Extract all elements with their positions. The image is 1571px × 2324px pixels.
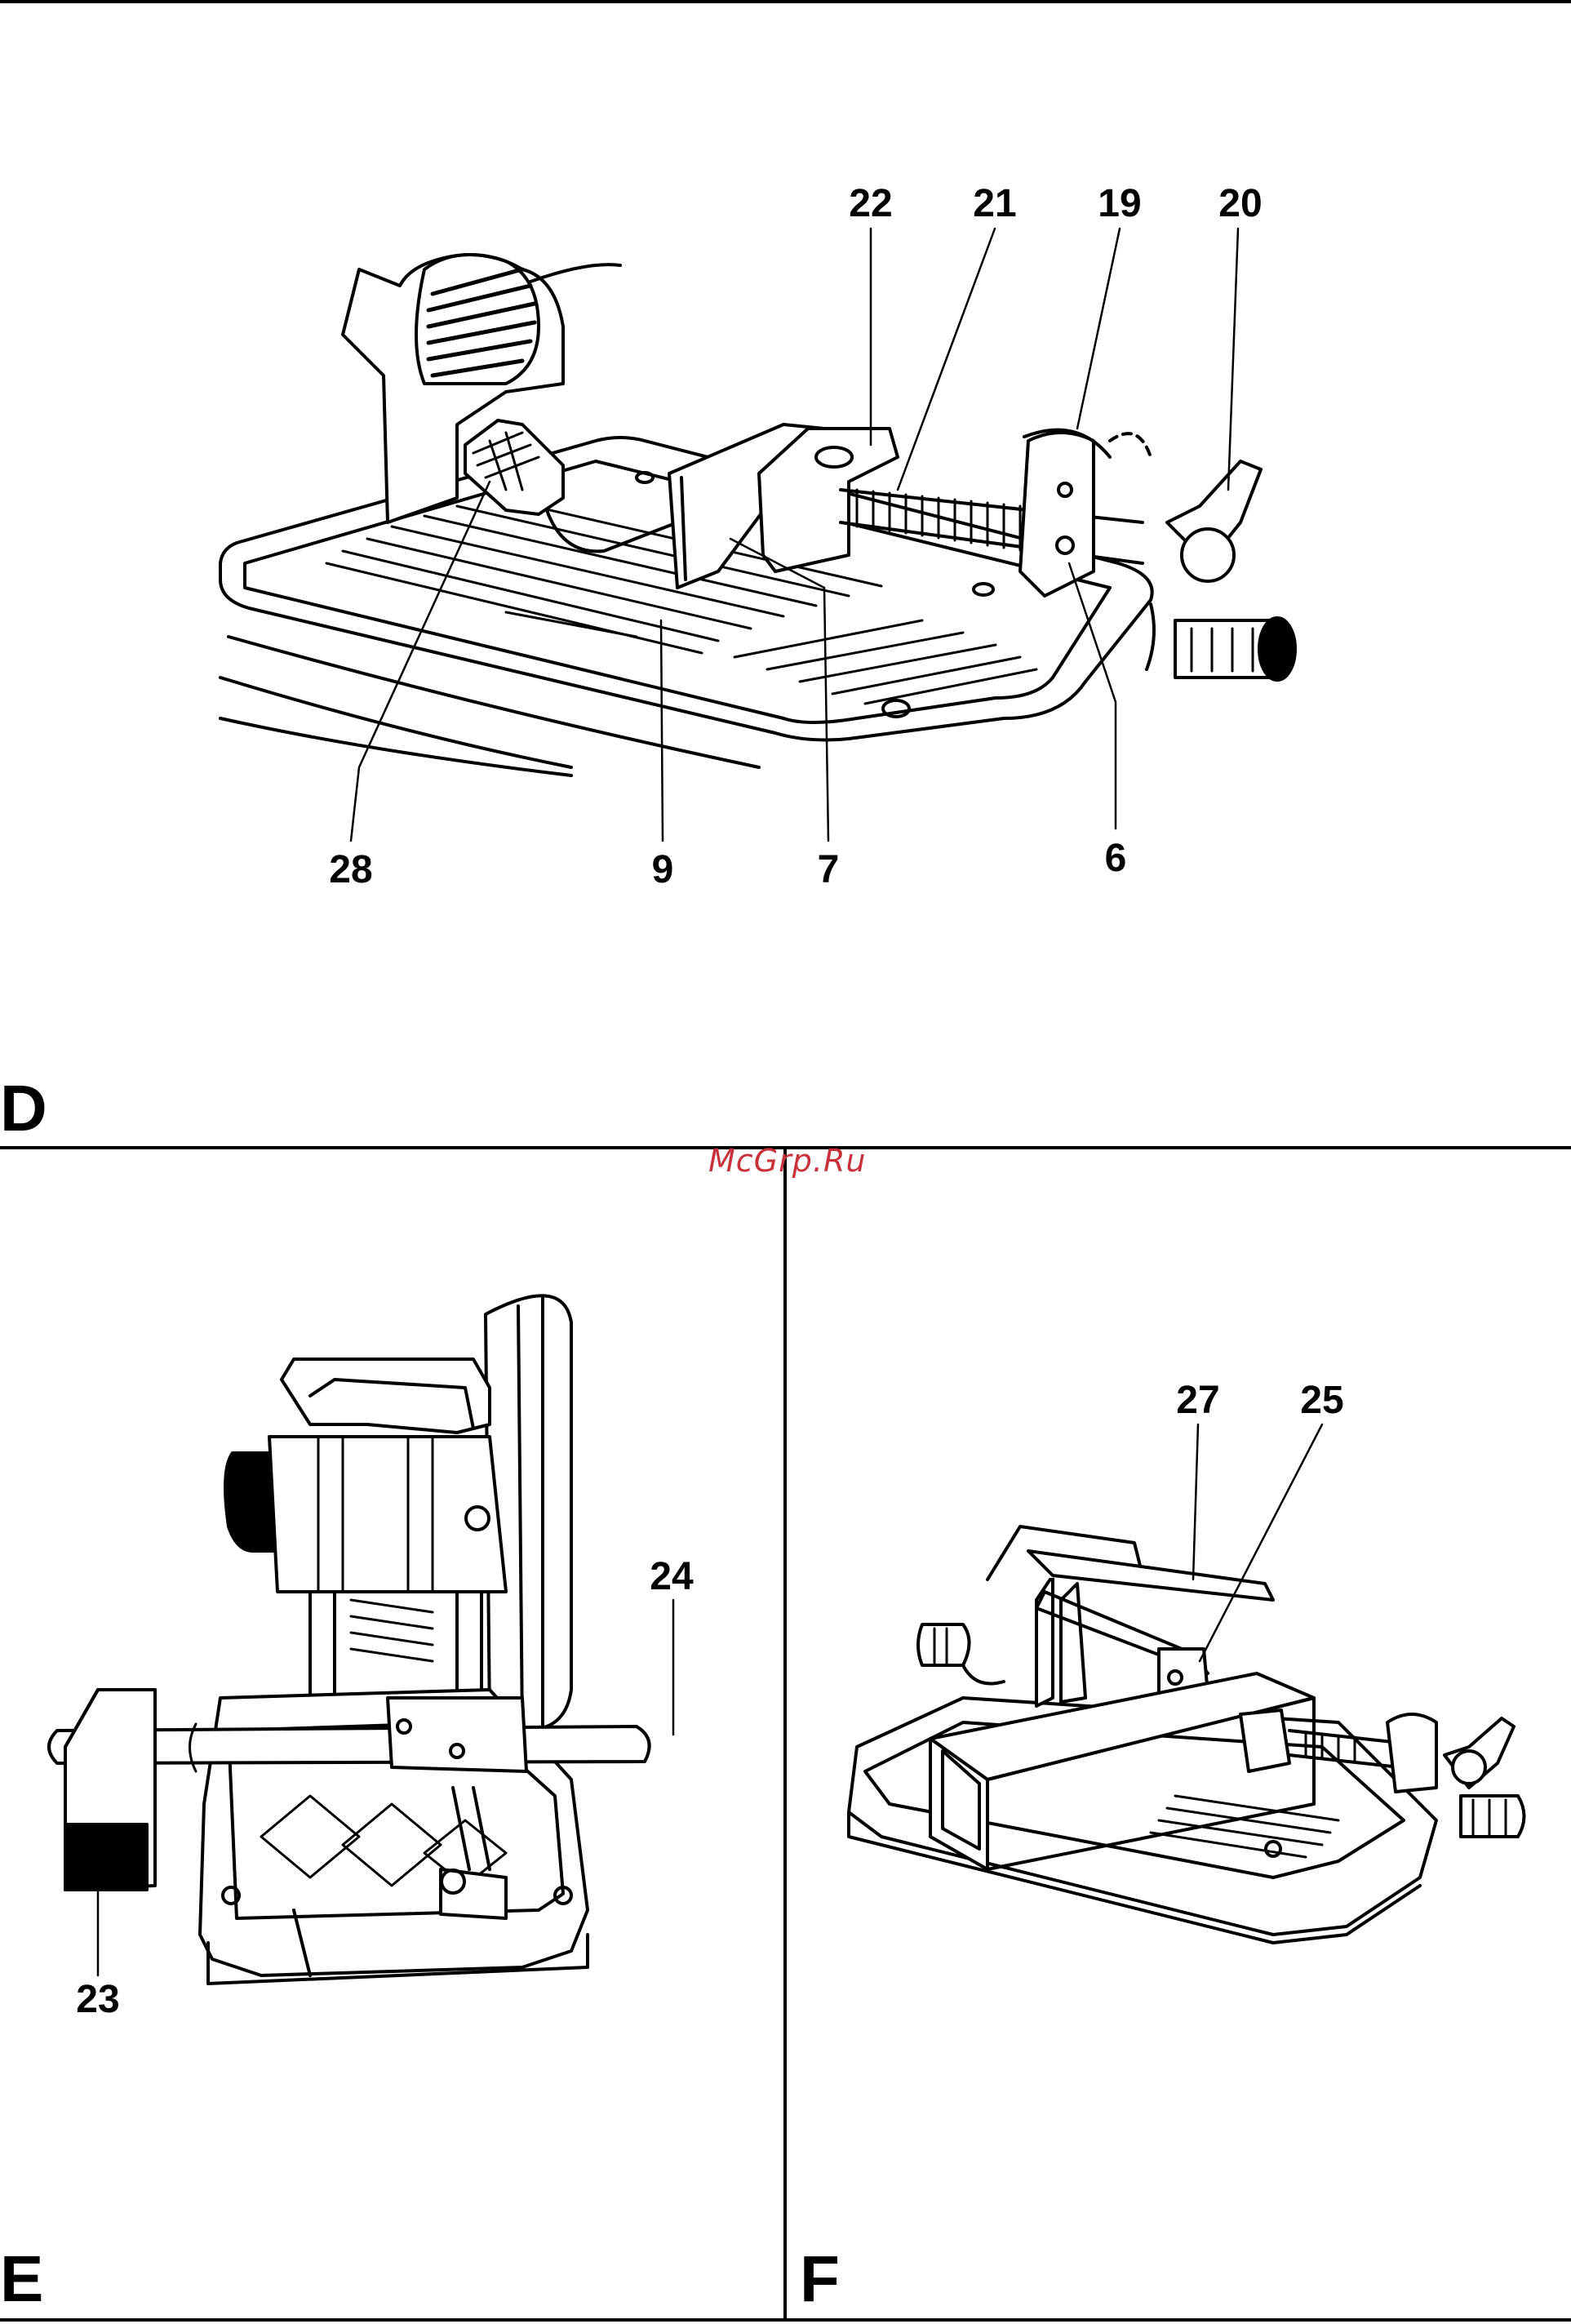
callout-9: 9 <box>652 851 674 890</box>
callout-20: 20 <box>1218 184 1262 224</box>
callout-24: 24 <box>650 1557 693 1597</box>
callout-19: 19 <box>1098 184 1141 224</box>
callout-6: 6 <box>1105 839 1127 878</box>
callout-21: 21 <box>973 184 1016 224</box>
panel-letter-d: D <box>0 1076 47 1141</box>
callout-7: 7 <box>818 851 840 890</box>
panel-letter-e: E <box>0 2246 43 2312</box>
callout-25: 25 <box>1300 1381 1343 1420</box>
callout-22: 22 <box>849 184 892 224</box>
callout-23: 23 <box>76 1980 119 2020</box>
watermark: McGrp.Ru <box>708 1143 866 1179</box>
panel-letter-f: F <box>800 2246 840 2312</box>
callout-27: 27 <box>1176 1381 1219 1420</box>
callout-28: 28 <box>329 851 372 890</box>
